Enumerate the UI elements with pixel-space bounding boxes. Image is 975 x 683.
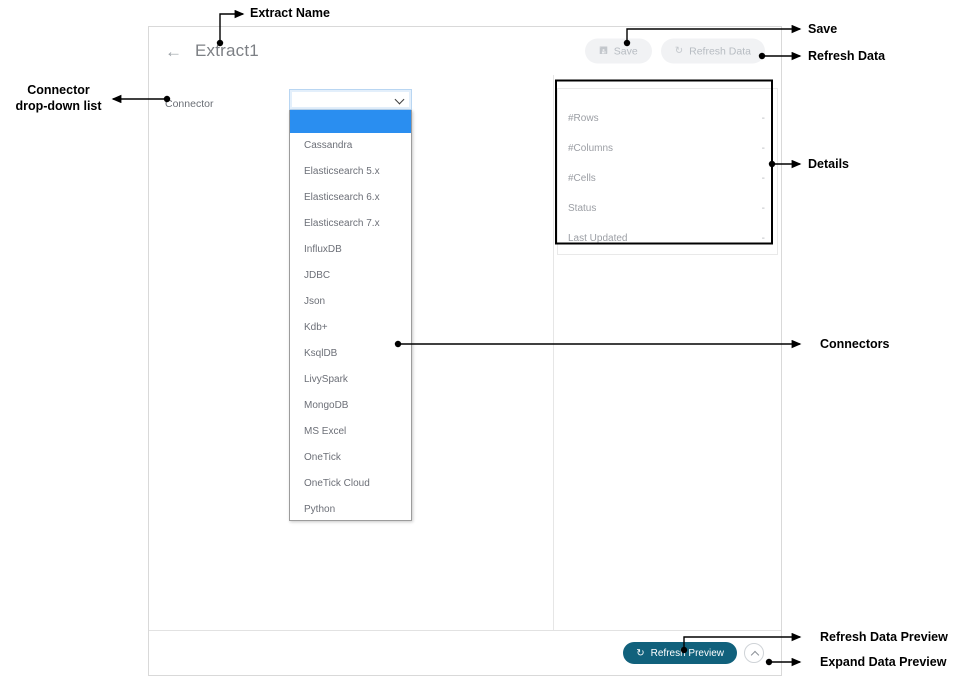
connector-option-cassandra[interactable]: Cassandra <box>304 140 353 151</box>
detail-value-last-updated: - <box>761 232 765 244</box>
connector-field-row: Connector <box>165 93 213 110</box>
detail-label-last-updated: Last Updated <box>568 232 628 244</box>
app-body: Connector Cassandra Elasticsearch 5.x El… <box>149 75 781 630</box>
detail-label-status: Status <box>568 202 597 214</box>
connector-option-blank[interactable] <box>290 110 411 133</box>
chevron-down-icon[interactable] <box>396 95 405 104</box>
annotation-connectors: Connectors <box>820 337 890 351</box>
detail-label-columns: #Columns <box>568 142 614 154</box>
connector-option-elasticsearch-5x[interactable]: Elasticsearch 5.x <box>304 166 380 177</box>
annotation-refresh-data: Refresh Data <box>808 49 886 63</box>
refresh-circular-arrow-icon: ↻ <box>636 647 645 659</box>
connector-select[interactable] <box>289 89 412 110</box>
refresh-preview-button[interactable]: ↻ Refresh Preview <box>623 642 737 664</box>
connector-option-elasticsearch-6x[interactable]: Elasticsearch 6.x <box>304 192 380 203</box>
detail-row-last-updated: Last Updated - <box>568 223 767 253</box>
connector-label: Connector <box>165 98 214 110</box>
detail-value-cells: - <box>761 172 765 184</box>
refresh-preview-label: Refresh Preview <box>650 647 724 659</box>
app-header: ← Extract1 🖪 Save ↻ Refresh Data <box>149 27 781 75</box>
save-button[interactable]: 🖪 Save <box>585 38 652 64</box>
annotation-refresh-data-preview: Refresh Data Preview <box>820 630 948 644</box>
expand-data-preview-button[interactable] <box>744 643 764 663</box>
refresh-data-button-label: Refresh Data <box>689 45 751 57</box>
page-title: Extract1 <box>195 41 259 60</box>
connector-options-list[interactable]: Cassandra Elasticsearch 5.x Elasticsearc… <box>289 110 412 521</box>
application-window: ← Extract1 🖪 Save ↻ Refresh Data Connect… <box>148 26 782 676</box>
connector-option-python[interactable]: Python <box>304 504 336 515</box>
connector-option-jdbc[interactable]: JDBC <box>304 270 331 281</box>
connector-option-ksqldb[interactable]: KsqlDB <box>304 348 338 359</box>
connector-option-onetick[interactable]: OneTick <box>304 452 341 463</box>
pane-divider <box>553 75 554 630</box>
left-pane: Connector Cassandra Elasticsearch 5.x El… <box>149 75 553 630</box>
app-footer: ↻ Refresh Preview <box>149 630 781 675</box>
connector-option-mongodb[interactable]: MongoDB <box>304 400 349 411</box>
chevron-up-icon <box>751 650 757 657</box>
connector-option-influxdb[interactable]: InfluxDB <box>304 244 342 255</box>
connector-option-json[interactable]: Json <box>304 296 326 307</box>
refresh-data-button[interactable]: ↻ Refresh Data <box>660 38 765 64</box>
header-actions: 🖪 Save ↻ Refresh Data <box>585 38 765 64</box>
footer-actions: ↻ Refresh Preview <box>623 642 764 664</box>
refresh-circular-arrow-icon: ↻ <box>674 45 684 56</box>
right-pane: #Rows - #Columns - #Cells - Status - <box>554 75 781 630</box>
detail-row-rows: #Rows - <box>568 103 767 133</box>
annotation-details: Details <box>808 157 849 171</box>
connector-option-livyspark[interactable]: LivySpark <box>304 374 348 385</box>
annotation-save: Save <box>808 22 838 36</box>
back-arrow-icon[interactable]: ← <box>165 41 182 61</box>
detail-row-cells: #Cells - <box>568 163 767 193</box>
annotation-connector-dropdown: Connector drop-down list <box>15 83 102 113</box>
detail-value-status: - <box>761 202 765 214</box>
connector-dropdown[interactable]: Cassandra Elasticsearch 5.x Elasticsearc… <box>289 89 412 521</box>
annotation-extract-name: Extract Name <box>250 6 330 20</box>
detail-value-columns: - <box>761 142 765 154</box>
detail-value-rows: - <box>761 112 765 124</box>
connector-option-kdb-plus[interactable]: Kdb+ <box>304 322 328 333</box>
detail-row-columns: #Columns - <box>568 133 767 163</box>
detail-label-rows: #Rows <box>568 112 599 124</box>
details-panel: #Rows - #Columns - #Cells - Status - <box>557 88 778 255</box>
save-disk-icon: 🖪 <box>599 45 608 56</box>
connector-option-onetick-cloud[interactable]: OneTick Cloud <box>304 478 370 489</box>
save-button-label: Save <box>613 45 638 57</box>
detail-row-status: Status - <box>568 193 767 223</box>
connector-option-elasticsearch-7x[interactable]: Elasticsearch 7.x <box>304 218 380 229</box>
connector-option-ms-excel[interactable]: MS Excel <box>304 426 347 437</box>
detail-label-cells: #Cells <box>568 172 596 184</box>
annotation-expand-data-preview: Expand Data Preview <box>820 655 947 669</box>
